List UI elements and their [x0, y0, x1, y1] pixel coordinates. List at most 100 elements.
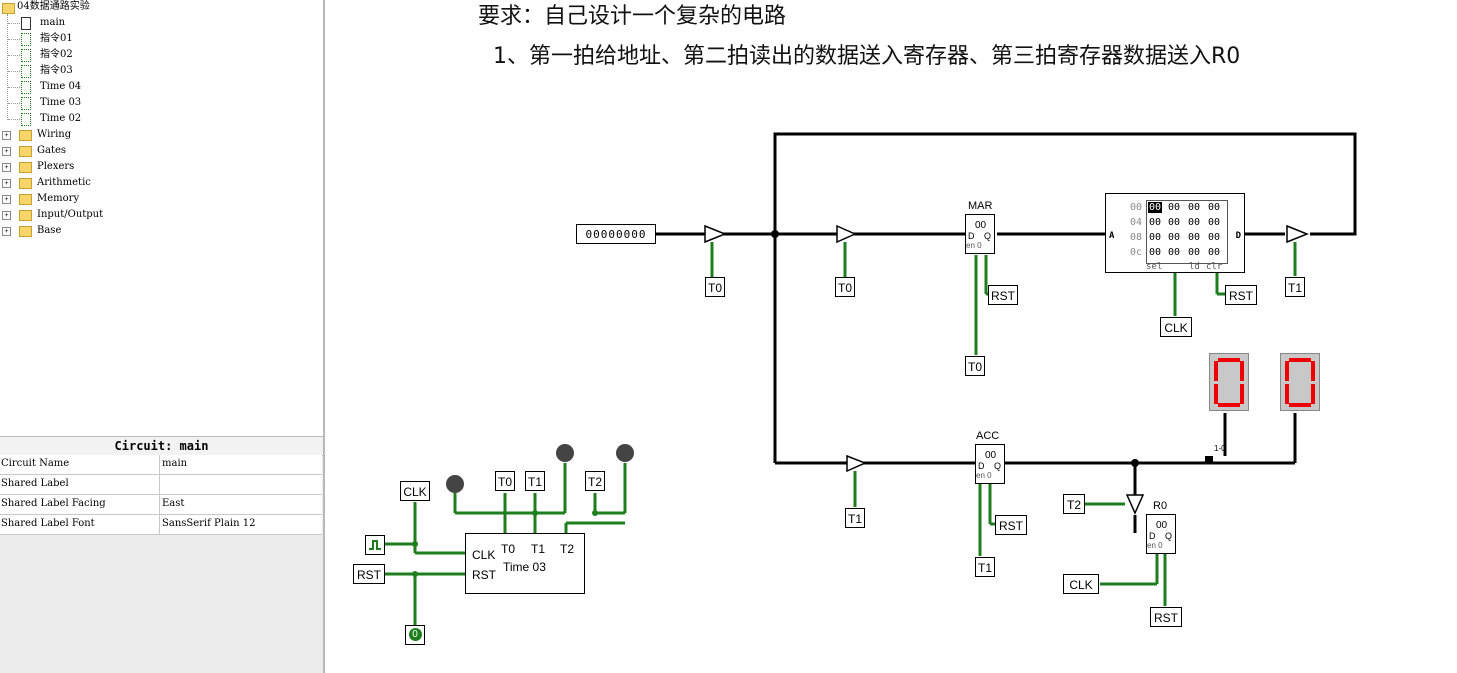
expand-icon[interactable]: + [2, 179, 11, 188]
project-tree: 04数据通路实验 main 指令01 指令02 指令03 Time 04 [0, 0, 323, 436]
tree-library-arithmetic[interactable]: + Arithmetic [0, 175, 320, 191]
circuit-icon [21, 49, 31, 62]
timer-t0-label: T0 [501, 542, 516, 556]
ram-cell[interactable]: 00 [1208, 232, 1221, 243]
circuit-canvas[interactable]: 要求：自己设计一个复杂的电路 1、第一拍给地址、第二拍读出的数据送入寄存器、第三… [325, 0, 1457, 673]
panel-divider[interactable] [323, 0, 325, 673]
ram-cell[interactable]: 00 [1168, 202, 1181, 213]
r0-register[interactable]: 00 D Q en 0 [1146, 514, 1176, 554]
expand-icon[interactable]: + [2, 131, 11, 140]
register-en: en 0 [966, 241, 982, 250]
expand-icon[interactable]: + [2, 163, 11, 172]
ram-cell[interactable]: 00 [1168, 217, 1181, 228]
register-value: 00 [975, 220, 987, 231]
expand-icon[interactable]: + [2, 147, 11, 156]
attribute-value[interactable]: main [162, 458, 188, 469]
circuit-icon [21, 97, 31, 110]
tunnel-rst[interactable]: RST [1150, 607, 1182, 627]
tree-library-base[interactable]: + Base [0, 223, 320, 239]
tree-library-plexers[interactable]: + Plexers [0, 159, 320, 175]
tunnel-t1[interactable]: T1 [1285, 277, 1305, 297]
ram-address: 04 [1130, 217, 1143, 228]
timer-subcircuit[interactable]: CLK RST T0 T1 T2 Time 03 [465, 533, 585, 594]
ram-cell[interactable]: 00 [1168, 247, 1181, 258]
tunnel-rst[interactable]: RST [995, 515, 1027, 535]
ram-cell[interactable]: 00 [1168, 232, 1181, 243]
ram-cell[interactable]: 00 [1188, 247, 1201, 258]
constant-value: 0 [408, 628, 422, 641]
tree-library-gates[interactable]: + Gates [0, 143, 320, 159]
tunnel-rst[interactable]: RST [1225, 285, 1257, 305]
attribute-value[interactable]: SansSerif Plain 12 [162, 518, 256, 529]
tunnel-clk[interactable]: CLK [400, 481, 430, 501]
tree-guide [8, 55, 20, 56]
tree-project-root[interactable]: 04数据通路实验 [0, 0, 320, 16]
tunnel-t2[interactable]: T2 [585, 471, 605, 491]
attribute-row[interactable]: Shared Label [0, 475, 322, 495]
attribute-row[interactable]: Circuit Name main [0, 455, 322, 475]
circuit-label: Time 03 [40, 97, 82, 108]
tunnel-clk[interactable]: CLK [1160, 317, 1192, 337]
tunnel-t0[interactable]: T0 [835, 277, 855, 297]
circuit-label: 指令01 [40, 33, 73, 44]
tunnel-t1[interactable]: T1 [525, 471, 545, 491]
tunnel-t2[interactable]: T2 [1063, 494, 1085, 514]
tree-guide [8, 39, 20, 40]
ram-cell[interactable]: 00 [1149, 232, 1162, 243]
tree-circuit-time03[interactable]: Time 03 [0, 95, 320, 111]
tree-circuit-time04[interactable]: Time 04 [0, 79, 320, 95]
ram-cell[interactable]: 00 [1188, 217, 1201, 228]
expand-icon[interactable]: + [2, 211, 11, 220]
ram-cell[interactable]: 00 [1208, 217, 1221, 228]
ram-cell[interactable]: 00 [1188, 202, 1201, 213]
tree-guide [8, 103, 20, 104]
ram-cell[interactable]: 00 [1149, 247, 1162, 258]
ram-component[interactable]: 00 04 08 0c 00 00 00 00 00 00 00 00 00 0… [1105, 193, 1245, 273]
ram-cell-selected[interactable]: 00 [1148, 202, 1163, 213]
tree-library-memory[interactable]: + Memory [0, 191, 320, 207]
ram-cell[interactable]: 00 [1149, 217, 1162, 228]
tree-library-wiring[interactable]: + Wiring [0, 127, 320, 143]
attribute-value[interactable]: East [162, 498, 185, 509]
tree-circuit-time02[interactable]: Time 02 [0, 111, 320, 127]
tunnel-t0[interactable]: T0 [495, 471, 515, 491]
tunnel-rst[interactable]: RST [988, 285, 1018, 305]
attribute-row[interactable]: Shared Label Facing East [0, 495, 322, 515]
acc-register[interactable]: 00 D Q en 0 [975, 444, 1005, 484]
tree-circuit-instr03[interactable]: 指令03 [0, 63, 320, 79]
clock-icon[interactable] [365, 535, 385, 555]
constant-zero[interactable]: 0 [405, 625, 425, 645]
tunnel-t1[interactable]: T1 [975, 557, 995, 577]
expand-icon[interactable]: + [2, 227, 11, 236]
attribute-key: Shared Label Font [1, 518, 95, 529]
tree-circuit-main[interactable]: main [0, 15, 320, 31]
folder-icon [2, 3, 15, 14]
attribute-row[interactable]: Shared Label Font SansSerif Plain 12 [0, 515, 322, 535]
register-en: en 0 [976, 471, 992, 480]
requirement-title: 要求：自己设计一个复杂的电路 [478, 4, 787, 29]
tree-library-io[interactable]: + Input/Output [0, 207, 320, 223]
tunnel-t0[interactable]: T0 [705, 277, 725, 297]
ram-cell[interactable]: 00 [1208, 202, 1221, 213]
folder-icon [19, 130, 32, 141]
tunnel-t0[interactable]: T0 [965, 356, 985, 376]
ram-cell[interactable]: 00 [1208, 247, 1221, 258]
timer-t2-label: T2 [560, 542, 575, 556]
tunnel-rst[interactable]: RST [353, 564, 385, 584]
register-en: en 0 [1147, 541, 1163, 550]
library-label: Gates [37, 145, 67, 156]
ram-cell[interactable]: 00 [1188, 232, 1201, 243]
input-pin[interactable]: 00000000 [576, 224, 656, 244]
circuit-label: Time 04 [40, 81, 82, 92]
library-label: Arithmetic [37, 177, 91, 188]
library-label: Memory [37, 193, 80, 204]
folder-icon [19, 162, 32, 173]
tree-circuit-instr02[interactable]: 指令02 [0, 47, 320, 63]
tunnel-t1[interactable]: T1 [845, 508, 865, 528]
folder-icon [19, 226, 32, 237]
ram-address: 00 [1130, 202, 1143, 213]
mar-register[interactable]: 00 D Q en 0 [965, 214, 995, 254]
tree-circuit-instr01[interactable]: 指令01 [0, 31, 320, 47]
tunnel-clk[interactable]: CLK [1063, 574, 1099, 594]
expand-icon[interactable]: + [2, 195, 11, 204]
